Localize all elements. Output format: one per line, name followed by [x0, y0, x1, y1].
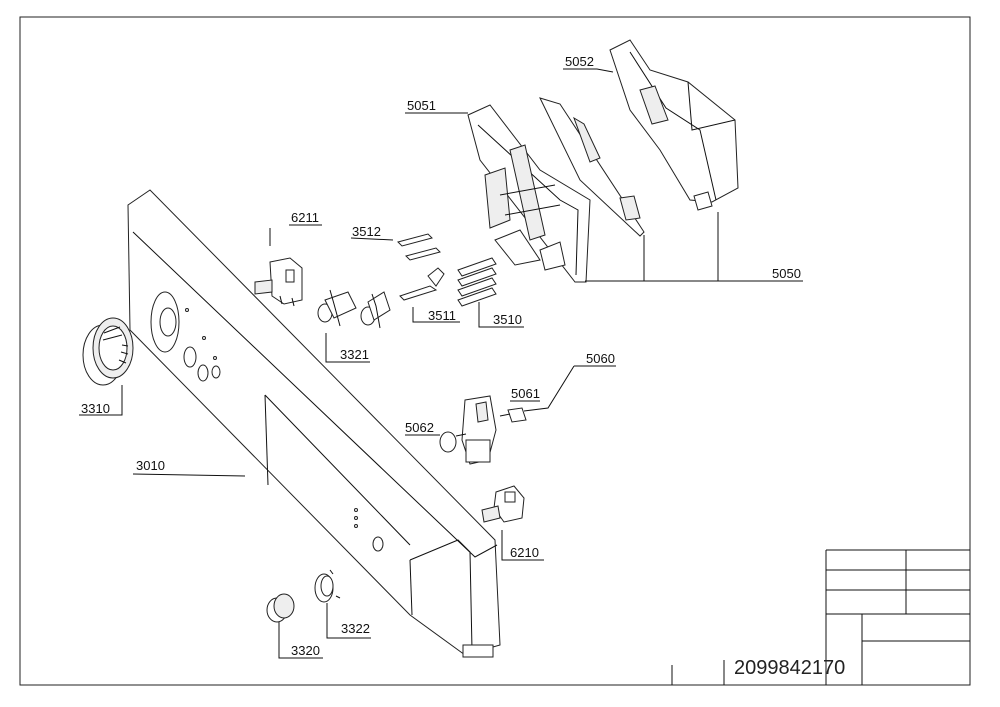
bracket-5051 — [467, 104, 591, 283]
label-5052: 5052 — [565, 54, 594, 69]
title-block: 2099842170 — [671, 549, 970, 685]
circuit-board — [539, 97, 645, 237]
part-5061 — [499, 407, 527, 423]
pins-3512 — [397, 233, 441, 261]
label-5061: 5061 — [511, 386, 540, 401]
label-6210: 6210 — [510, 545, 539, 560]
label-3320: 3320 — [291, 643, 320, 658]
pin-3511 — [399, 267, 445, 301]
switch-6211 — [254, 257, 303, 307]
spring-part-3321 — [317, 289, 391, 329]
label-5051: 5051 — [407, 98, 436, 113]
knob-3310 — [82, 317, 134, 386]
label-3310: 3310 — [81, 401, 110, 416]
label-3321: 3321 — [340, 347, 369, 362]
leader-lines — [79, 68, 803, 659]
label-3322: 3322 — [341, 621, 370, 636]
label-3512: 3512 — [352, 224, 381, 239]
knob-3320 — [266, 593, 295, 623]
label-6211: 6211 — [291, 210, 319, 225]
document-number: 2099842170 — [734, 657, 845, 679]
label-3010: 3010 — [136, 458, 165, 473]
drawing-frame — [19, 16, 971, 686]
label-3510: 3510 — [493, 312, 522, 327]
label-5062: 5062 — [405, 420, 434, 435]
control-panel-3010 — [127, 189, 501, 658]
connector-3510 — [457, 257, 497, 307]
switch-6210 — [481, 485, 525, 523]
switch-assembly-5062 — [439, 395, 497, 465]
label-5050: 5050 — [772, 266, 801, 281]
label-3511: 3511 — [428, 308, 456, 323]
cover-5052 — [609, 39, 739, 211]
label-5060: 5060 — [586, 351, 615, 366]
ring-3322 — [314, 569, 341, 603]
